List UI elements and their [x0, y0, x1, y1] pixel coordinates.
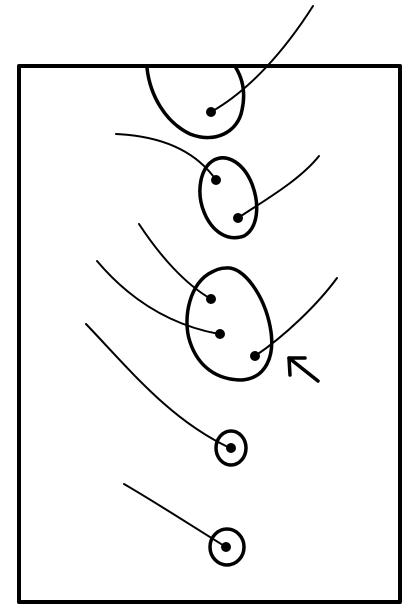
second-cluster: [116, 134, 319, 238]
second-cluster-trail-2: [238, 156, 319, 218]
top-cluster-trail: [211, 6, 313, 112]
small-cluster-1-point: [226, 443, 236, 453]
small-cluster-2-point: [221, 542, 231, 552]
small-cluster-2: [124, 484, 244, 565]
arrow-shaft: [289, 358, 318, 381]
second-cluster-trail-1: [116, 134, 216, 180]
small-cluster-1-trail: [86, 324, 230, 448]
top-cluster-outline: [147, 68, 244, 138]
large-cluster-point-3: [250, 351, 260, 361]
large-cluster-point-2: [215, 329, 225, 339]
large-cluster-trail-2: [97, 261, 219, 334]
large-cluster-trail-1: [139, 224, 211, 299]
top-cluster: [147, 6, 313, 138]
large-cluster-point-1: [206, 294, 216, 304]
top-cluster-point: [206, 107, 216, 117]
frame-border: [19, 66, 400, 602]
small-cluster-2-trail: [124, 484, 226, 547]
arrow-pointing-up-left-icon: [289, 358, 318, 381]
large-cluster-outline: [187, 268, 272, 380]
second-cluster-point-2: [233, 213, 243, 223]
small-cluster-1: [86, 324, 246, 465]
second-cluster-point-1: [211, 175, 221, 185]
